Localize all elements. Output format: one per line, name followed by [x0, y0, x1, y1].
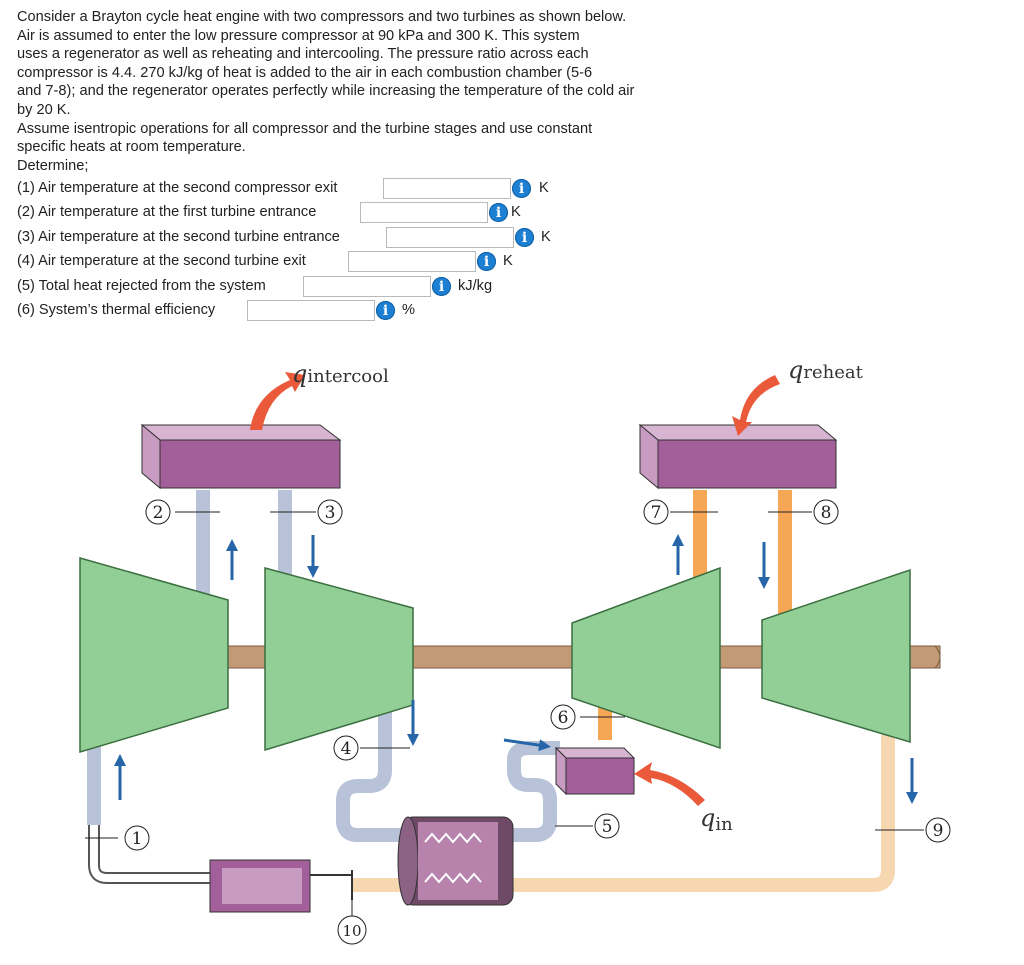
intercooler: [140, 423, 342, 490]
state-9: 9: [875, 817, 951, 843]
state-5-label: 5: [602, 817, 613, 837]
problem-line: and 7-8); and the regenerator operates p…: [17, 83, 635, 100]
heat-arrow-reheat: [732, 375, 780, 436]
state-9-label: 9: [933, 821, 944, 841]
info-icon[interactable]: i: [432, 277, 451, 296]
answer-1-unit: K: [539, 180, 549, 196]
problem-line: by 20 K.: [17, 101, 71, 118]
state-6-label: 6: [558, 708, 569, 728]
state-8: 8: [768, 499, 839, 525]
answer-6-input[interactable]: [247, 300, 375, 321]
state-7: 7: [643, 499, 718, 525]
state-7-label: 7: [651, 503, 662, 523]
problem-statement: Consider a Brayton cycle heat engine wit…: [17, 8, 737, 175]
pipes: [87, 490, 895, 892]
question-3-label: (3) Air temperature at the second turbin…: [17, 229, 340, 245]
turbine-1: [571, 566, 721, 750]
question-4: (4) Air temperature at the second turbin…: [17, 250, 306, 272]
problem-line: Assume isentropic operations for all com…: [17, 120, 593, 137]
problem-line: Air is assumed to enter the low pressure…: [17, 27, 580, 44]
answer-3-unit: K: [541, 229, 551, 245]
info-icon[interactable]: i: [512, 179, 531, 198]
answer-5-unit: kJ/kg: [458, 278, 493, 294]
problem-line: Consider a Brayton cycle heat engine wit…: [17, 9, 627, 25]
answer-3-input[interactable]: [386, 227, 514, 248]
state-10-label: 10: [342, 922, 361, 940]
info-icon[interactable]: i: [515, 228, 534, 247]
answer-2-input[interactable]: [360, 202, 488, 223]
info-icon[interactable]: i: [477, 252, 496, 271]
state-2-label: 2: [153, 503, 164, 523]
turbine-2: [761, 568, 911, 744]
question-5-label: (5) Total heat rejected from the system: [17, 278, 266, 294]
state-markers: 1 2 3 4 5 6 7: [85, 499, 951, 945]
question-2-label: (2) Air temperature at the first turbine…: [17, 204, 317, 220]
state-1: 1: [85, 825, 150, 851]
exhaust-device: [209, 859, 353, 913]
question-6: (6) System’s thermal efficiency: [17, 299, 215, 321]
state-4: 4: [333, 735, 410, 761]
heat-arrow-in: [634, 762, 705, 806]
problem-line: compressor is 4.4. 270 kJ/kg of heat is …: [17, 64, 593, 81]
info-icon[interactable]: i: [489, 203, 508, 222]
state-3: 3: [270, 499, 343, 525]
answer-4-input[interactable]: [348, 251, 476, 272]
q-intercool-label: qintercool: [292, 360, 389, 388]
regenerator: [397, 816, 514, 906]
info-icon[interactable]: i: [376, 301, 395, 320]
state-4-label: 4: [341, 739, 352, 759]
state-6: 6: [550, 704, 625, 730]
q-reheat-label: qreheat: [788, 356, 864, 384]
answer-1-input[interactable]: [383, 178, 511, 199]
answer-4-unit: K: [503, 253, 513, 269]
compressor-1: [79, 557, 229, 754]
problem-line: uses a regenerator as well as reheating …: [17, 46, 589, 63]
heat-arrow-intercool: [250, 372, 305, 430]
combustion-chamber: [554, 746, 636, 796]
answer-5-input[interactable]: [303, 276, 431, 297]
flow-arrows: [114, 534, 918, 804]
state-8-label: 8: [821, 503, 832, 523]
state-3-label: 3: [325, 503, 336, 523]
brayton-cycle-diagram: 1 2 3 4 5 6 7: [79, 356, 951, 945]
answer-6-unit: %: [402, 302, 415, 318]
problem-line: specific heats at room temperature.: [17, 139, 246, 156]
question-1: (1) Air temperature at the second compre…: [17, 177, 337, 199]
state-5: 5: [555, 813, 620, 839]
problem-line: Determine;: [17, 157, 89, 174]
state-10: 10: [337, 900, 367, 945]
question-5: (5) Total heat rejected from the system: [17, 275, 266, 297]
question-1-label: (1) Air temperature at the second compre…: [17, 180, 338, 196]
state-1-label: 1: [132, 829, 143, 849]
answer-2-unit: K: [511, 204, 521, 220]
question-2: (2) Air temperature at the first turbine…: [17, 201, 316, 223]
question-6-label: (6) System’s thermal efficiency: [17, 302, 216, 318]
state-2: 2: [145, 499, 220, 525]
question-4-label: (4) Air temperature at the second turbin…: [17, 253, 306, 269]
question-3: (3) Air temperature at the second turbin…: [17, 226, 340, 248]
q-in-label: qin: [700, 804, 733, 835]
